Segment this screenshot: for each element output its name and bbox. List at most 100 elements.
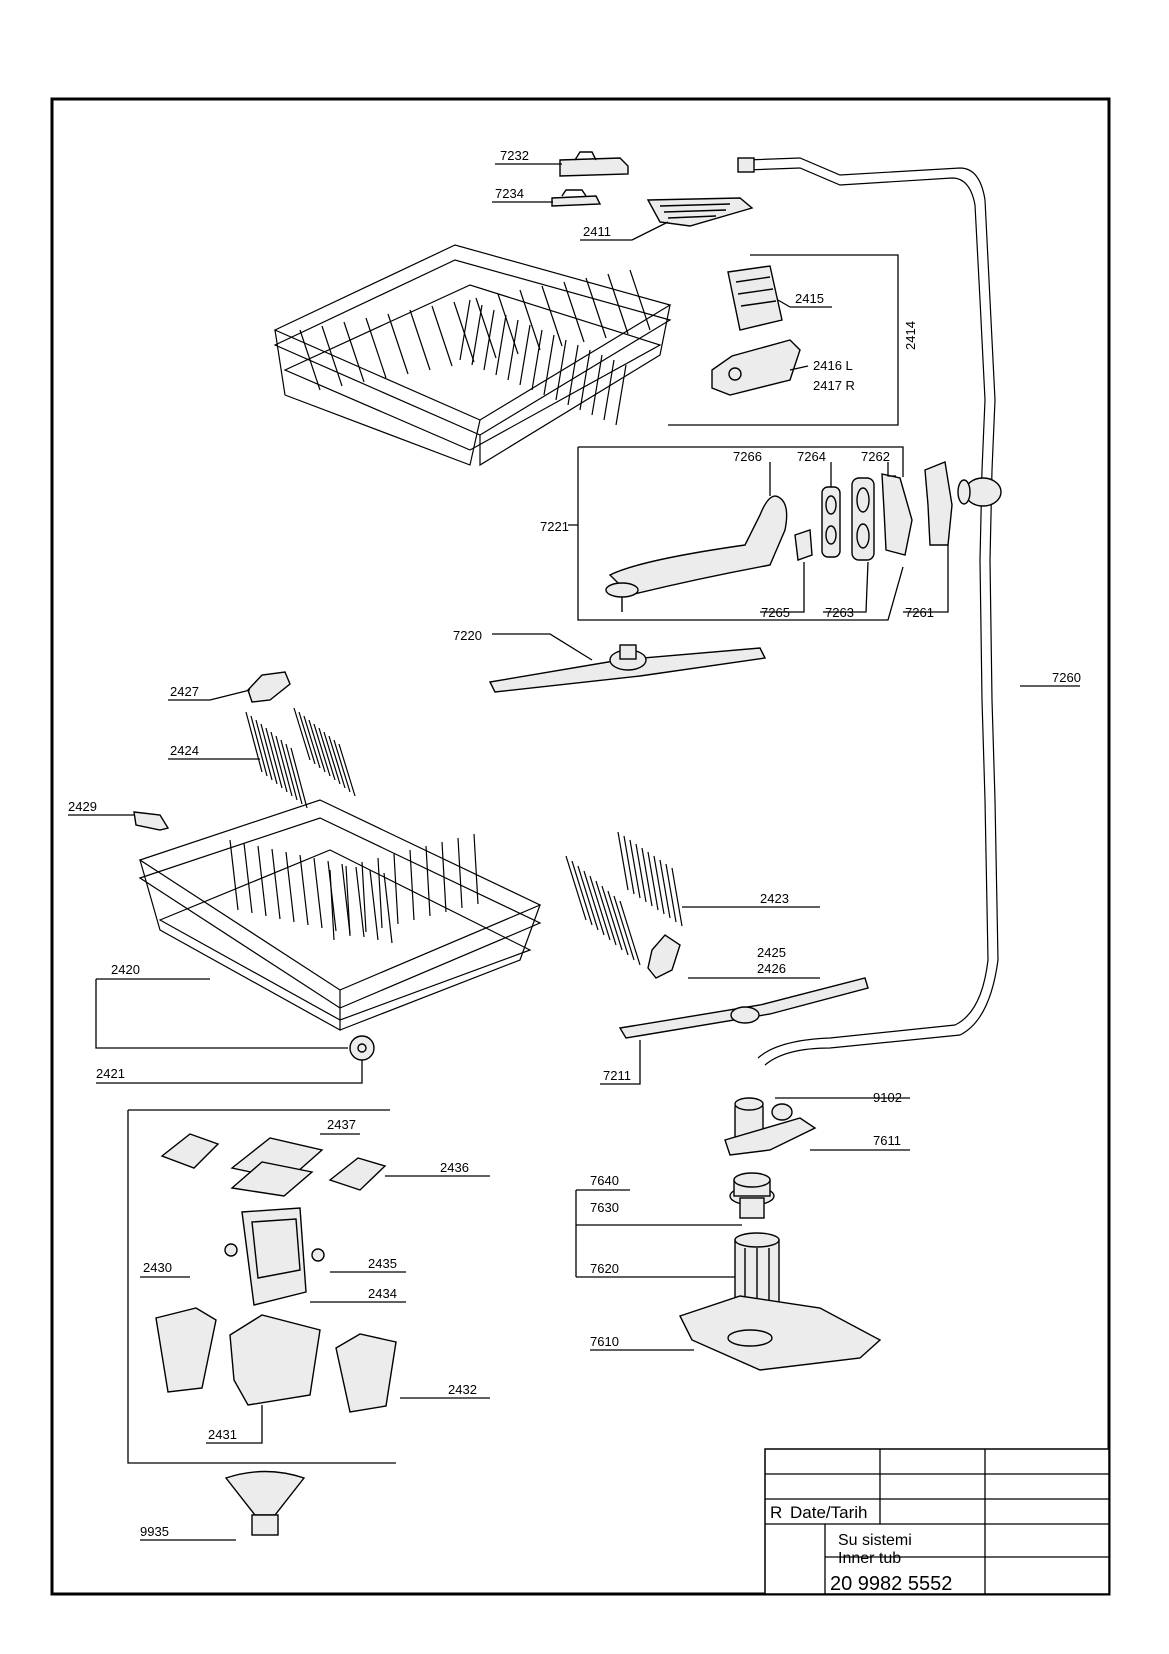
wire-tine [323, 731, 341, 785]
label-2424: 2424 [170, 743, 199, 758]
part-7261-shape [924, 461, 953, 546]
label-7232: 7232 [500, 148, 529, 163]
wire-tine [579, 349, 591, 411]
label-2430: 2430 [143, 1260, 172, 1275]
part-2437-shape [160, 1133, 324, 1197]
part-7610-shape [679, 1295, 882, 1371]
label-7610: 7610 [590, 1334, 619, 1349]
part-7611-shape [724, 1097, 817, 1156]
label-7262: 7262 [861, 449, 890, 464]
wire-tine [250, 715, 268, 777]
part-2427-shape [247, 671, 291, 703]
part-2416-shape [711, 339, 801, 396]
wire-tine [285, 743, 303, 805]
label-2427: 2427 [170, 684, 199, 699]
wire-tine [270, 731, 288, 793]
part-9935-shape [224, 1470, 306, 1536]
wire-tine [607, 273, 629, 335]
wire-tine [483, 309, 495, 371]
wire-tine [623, 835, 635, 895]
part-labels: 7232 7234 2411 2414 2415 2416 L 2417 R 7… [68, 148, 1081, 1539]
part-7630-shape [729, 1172, 775, 1219]
wire-tine [507, 319, 519, 381]
label-2437: 2437 [327, 1117, 356, 1132]
wire-tine [377, 857, 383, 929]
label-2426: 2426 [757, 961, 786, 976]
wire-tine [475, 297, 497, 359]
part-2432-shape [335, 1333, 397, 1413]
label-2431: 2431 [208, 1427, 237, 1442]
leader-lines [68, 163, 1080, 1541]
wire-tine [275, 735, 293, 797]
wire-tine [459, 299, 471, 361]
drawing-number: 20 9982 5552 [830, 1573, 952, 1595]
label-2416: 2416 L [813, 358, 853, 373]
wire-tine [457, 837, 463, 909]
wire-tine [647, 851, 659, 911]
part-7220-shape [488, 644, 767, 693]
wire-tine [257, 845, 267, 917]
part-2429-shape [133, 811, 170, 831]
wire-tine [583, 870, 605, 936]
wire-tine [365, 317, 387, 379]
label-7264: 7264 [797, 449, 826, 464]
date-label: Date/Tarih [790, 1503, 867, 1522]
label-7640: 7640 [590, 1173, 619, 1188]
wire-tine [565, 855, 587, 921]
label-2420: 2420 [111, 962, 140, 977]
wire-tine [629, 269, 651, 331]
wire-tine [571, 860, 593, 926]
label-2432: 2432 [448, 1382, 477, 1397]
wire-tine [425, 845, 431, 917]
wire-tine [229, 839, 239, 911]
wire-tine [265, 727, 283, 789]
wire-tine [329, 869, 335, 941]
wire-tine [409, 849, 415, 921]
wire-tine [495, 314, 507, 376]
label-7265: 7265 [761, 605, 790, 620]
wire-tine [453, 301, 475, 363]
label-2423: 2423 [760, 891, 789, 906]
wire-tine [603, 359, 615, 421]
wire-tine [333, 739, 351, 793]
label-7630: 7630 [590, 1200, 619, 1215]
cutlery-basket-left [155, 1307, 217, 1393]
wire-tine [589, 875, 611, 941]
part-2436-shape [328, 1157, 387, 1191]
wire-tine [293, 707, 311, 761]
label-7234: 7234 [495, 186, 524, 201]
wire-tine [355, 866, 365, 938]
wire-tine [591, 354, 603, 416]
wire-tine [387, 313, 409, 375]
wire-tine [471, 304, 483, 366]
wire-tine [543, 334, 555, 396]
label-2425: 2425 [757, 945, 786, 960]
wire-tine [665, 863, 677, 923]
wire-tine [308, 719, 326, 773]
wire-tine [585, 277, 607, 339]
wire-tine [567, 344, 579, 406]
label-2429: 2429 [68, 799, 97, 814]
part-2423-shape [565, 831, 683, 966]
wire-tine [318, 727, 336, 781]
wire-tine [531, 329, 543, 391]
wire-tine [615, 364, 627, 426]
wire-tine [563, 281, 585, 343]
wire-tine [635, 843, 647, 903]
wire-tine [617, 831, 629, 891]
wire-tine [671, 867, 683, 927]
wire-tine [497, 293, 519, 355]
wire-tine [243, 842, 253, 914]
wire-tine [613, 895, 635, 961]
label-2436: 2436 [440, 1160, 469, 1175]
upper-spray-arm-7266 [605, 495, 788, 612]
wire-tine [260, 723, 278, 785]
part-2421-shape [349, 1035, 375, 1061]
wire-tine [383, 872, 393, 944]
part-7265-shape [794, 529, 813, 561]
part-7263-shape [851, 477, 875, 561]
part-2411-shape [646, 197, 754, 227]
upper-basket [273, 244, 672, 467]
wire-tine [629, 839, 641, 899]
